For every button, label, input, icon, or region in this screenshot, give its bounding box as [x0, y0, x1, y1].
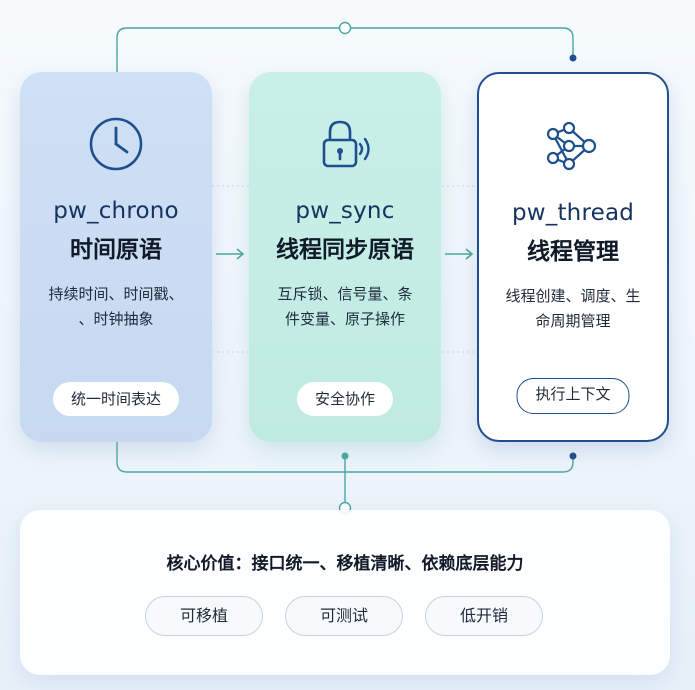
card-title: pw_sync: [295, 198, 395, 224]
card-description-line: 件变量、原子操作: [284, 310, 405, 328]
core-tag-low-overhead: 低开销: [425, 596, 543, 636]
core-value-title: 核心价值：接口统一、移植清晰、依赖底层能力: [166, 554, 524, 574]
bottom-connector-end-dot: [569, 452, 577, 460]
arrow-chrono-to-sync: [216, 248, 245, 260]
lock-signal-icon: [322, 120, 370, 168]
core-value-panel: 核心价值：接口统一、移植清晰、依赖底层能力 可移植 可测试 低开销: [20, 510, 670, 675]
card-description-line: 互斥锁、信号量、条: [277, 285, 413, 303]
card-pw-sync: pw_sync 线程同步原语 互斥锁、信号量、条 件变量、原子操作 安全协作: [249, 72, 441, 442]
card-description-line: 持续时间、时间戳、: [48, 285, 184, 303]
card-tag: 安全协作: [296, 382, 394, 416]
card-description: 线程创建、调度、生 命周期管理: [493, 284, 653, 334]
card-pw-thread: pw_thread 线程管理 线程创建、调度、生 命周期管理 执行上下文: [477, 72, 669, 442]
card-description-line: 线程创建、调度、生: [505, 287, 641, 305]
top-connector-end-dot: [569, 54, 577, 62]
card-subtitle: 线程管理: [527, 239, 619, 265]
network-icon: [546, 121, 597, 171]
card-description-line: 命周期管理: [535, 312, 611, 330]
clock-icon: [89, 117, 143, 171]
card-title: pw_thread: [511, 200, 635, 226]
card-subtitle: 时间原语: [70, 237, 162, 263]
arrow-sync-to-thread: [445, 248, 474, 260]
card-tag: 执行上下文: [516, 378, 630, 414]
top-connector-node: [338, 21, 352, 35]
card-subtitle: 线程同步原语: [276, 237, 414, 263]
card-tag: 统一时间表达: [52, 382, 180, 416]
core-tag-testable: 可测试: [285, 596, 403, 636]
card-title: pw_chrono: [53, 198, 179, 224]
card-pw-chrono: pw_chrono 时间原语 持续时间、时间戳、 、时钟抽象 统一时间表达: [20, 72, 212, 442]
card-description: 持续时间、时间戳、 、时钟抽象: [36, 282, 196, 332]
card-description-line: 、时钟抽象: [78, 310, 154, 328]
core-tag-portable: 可移植: [145, 596, 263, 636]
card-description: 互斥锁、信号量、条 件变量、原子操作: [265, 282, 425, 332]
